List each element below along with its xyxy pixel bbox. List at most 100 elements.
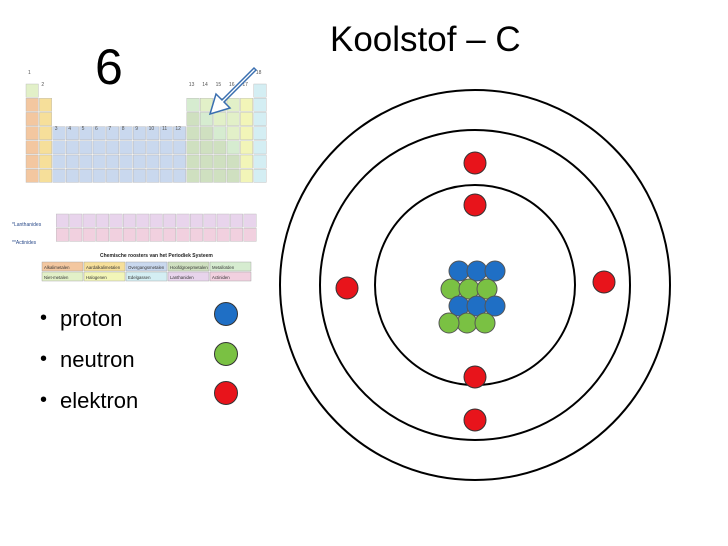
electron xyxy=(335,276,359,300)
element-cell xyxy=(213,112,227,126)
element-cell xyxy=(132,154,146,169)
element-cell xyxy=(176,213,190,228)
legend-box-label: Alkalimetalen xyxy=(44,265,70,270)
element-cell xyxy=(122,213,136,228)
element-cell xyxy=(189,227,203,242)
element-cell xyxy=(92,168,106,183)
element-cell xyxy=(56,213,69,228)
legend-box xyxy=(125,271,168,282)
element-cell xyxy=(253,154,267,169)
element-cell xyxy=(136,227,150,242)
element-cell xyxy=(39,112,52,126)
element-cell xyxy=(106,154,120,169)
element-cell xyxy=(66,154,79,169)
pointer-arrow-icon xyxy=(208,66,258,116)
element-cell xyxy=(122,227,136,242)
group-number-label: 7 xyxy=(108,126,111,132)
element-cell xyxy=(146,154,160,169)
element-cell xyxy=(79,126,93,140)
element-cell xyxy=(25,168,39,183)
element-cell xyxy=(199,112,213,126)
electrons xyxy=(335,151,616,432)
element-cell xyxy=(226,168,240,183)
element-cell xyxy=(186,98,200,112)
element-cell xyxy=(253,140,267,155)
electron xyxy=(463,408,487,432)
element-cell xyxy=(176,227,190,242)
element-cell xyxy=(216,213,230,228)
element-cell xyxy=(39,126,52,140)
legend-box-label: Aardalkalimetalen xyxy=(86,265,121,270)
element-cell xyxy=(159,140,173,155)
group-number-label: 9 xyxy=(135,126,138,132)
element-cell xyxy=(189,213,203,228)
element-cell xyxy=(213,140,227,155)
electron xyxy=(463,193,487,217)
legend-box-label: Metalloïden xyxy=(212,265,235,270)
legend-box xyxy=(209,271,252,282)
element-cell xyxy=(173,140,186,155)
element-cell xyxy=(159,126,173,140)
element-cell xyxy=(199,126,213,140)
electron xyxy=(463,151,487,175)
element-cell xyxy=(25,154,39,169)
group-number-label: 14 xyxy=(202,82,208,88)
middle-shell xyxy=(319,129,631,441)
legend-label-proton: proton xyxy=(60,305,123,331)
legend-item-neutron: •neutron xyxy=(40,346,135,372)
element-cell xyxy=(226,140,240,155)
group-number-label: 18 xyxy=(256,70,262,76)
neutron xyxy=(474,312,496,334)
element-cell xyxy=(163,213,176,228)
element-cell xyxy=(226,112,240,126)
element-cell xyxy=(52,126,66,140)
element-cell xyxy=(173,168,186,183)
element-cell xyxy=(106,168,120,183)
group-number-label: 8 xyxy=(122,126,125,132)
proton xyxy=(448,260,470,282)
element-cell xyxy=(39,168,52,183)
nucleus xyxy=(438,260,506,334)
legend-box-label: Lanthaniden xyxy=(170,275,194,280)
element-cell xyxy=(39,98,52,112)
element-cell xyxy=(119,140,133,155)
element-cell xyxy=(186,126,200,140)
element-cell xyxy=(230,213,243,228)
element-cell xyxy=(119,126,133,140)
legend-box-label: Hoofdgroepmetalen xyxy=(170,265,208,270)
element-cell xyxy=(243,213,257,228)
element-cell xyxy=(79,154,93,169)
element-cell xyxy=(213,126,227,140)
element-cell xyxy=(240,126,253,140)
group-number-label: 12 xyxy=(175,126,181,132)
group-number-label: 2 xyxy=(41,82,44,88)
legend-box xyxy=(41,261,84,272)
element-cell xyxy=(186,140,200,155)
element-cell xyxy=(203,213,217,228)
element-cell xyxy=(132,126,146,140)
element-cell xyxy=(216,227,230,242)
element-cell xyxy=(243,227,257,242)
element-cell xyxy=(253,83,267,98)
element-cell xyxy=(106,140,120,155)
element-cell xyxy=(119,154,133,169)
legend-box xyxy=(167,271,210,282)
element-cell xyxy=(253,112,267,126)
element-cell xyxy=(82,213,96,228)
element-cell xyxy=(240,112,253,126)
element-cell xyxy=(240,140,253,155)
legend-item-proton: •proton xyxy=(40,305,123,331)
legend-box xyxy=(167,261,210,272)
proton xyxy=(484,295,506,317)
element-cell xyxy=(213,168,227,183)
element-cell xyxy=(203,227,217,242)
element-cell xyxy=(79,168,93,183)
proton xyxy=(466,260,488,282)
element-cell xyxy=(132,168,146,183)
element-cell xyxy=(230,227,243,242)
neutron xyxy=(438,312,460,334)
element-cell xyxy=(92,154,106,169)
